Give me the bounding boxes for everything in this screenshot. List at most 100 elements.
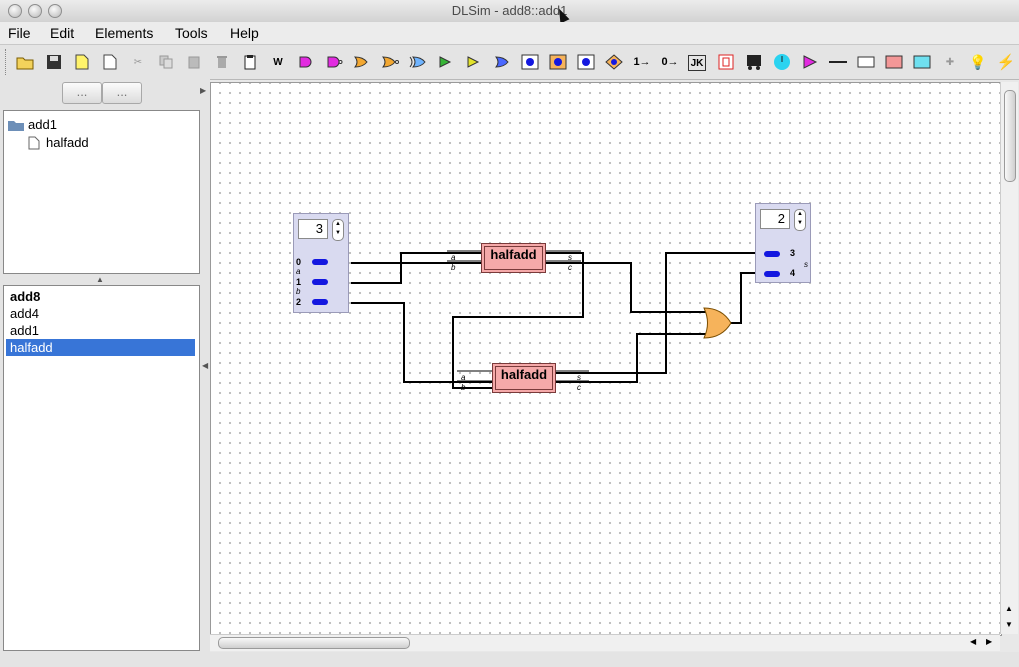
halfadd-bottom-in-a: a [461,373,466,382]
or-gate-icon[interactable] [352,52,372,72]
halfadd-bottom-out-c: c [577,383,581,392]
project-tree: add1 halfadd [3,110,200,274]
display-icon[interactable] [856,52,876,72]
panel-button-1[interactable]: ... [62,82,102,104]
collapse-left-icon[interactable]: ◀ [202,361,209,370]
input-bank[interactable]: 3 ▲▼ 0 a 1 b 2 [293,213,349,313]
nand-gate-icon[interactable] [324,52,344,72]
toolbar: ✂ W 1→ 0→ JK ✚ 💡 ⚡ [0,44,1019,80]
and-gate-icon[interactable] [296,52,316,72]
output-led-3[interactable] [764,251,780,257]
title-bar: DLSim - add8::add1 [0,0,1019,24]
menu-help[interactable]: Help [230,25,259,41]
halfadd-top-out-s: s [568,253,572,262]
menu-elements[interactable]: Elements [95,25,154,41]
new-icon[interactable] [72,52,92,72]
splitter-up-icon[interactable]: ▲ [96,275,104,284]
window-title: DLSim - add8::add1 [451,3,568,18]
xor-gate-icon[interactable] [408,52,428,72]
output-pin-3-label: 3 [790,248,796,258]
list-item-add4[interactable]: add4 [10,306,39,321]
cut-icon[interactable]: ✂ [133,56,143,68]
circuit-canvas[interactable]: 3 ▲▼ 0 a 1 b 2 2 ▲▼ 3 s 4 halfadd a b s … [210,82,1002,636]
led-blue-icon[interactable] [520,52,540,72]
list-item-add1[interactable]: add1 [10,323,39,338]
toolbar-grip[interactable] [5,49,10,75]
horizontal-scroll-thumb[interactable] [218,637,410,649]
scroll-down-arrow-icon[interactable]: ▼ [1005,620,1013,629]
merger-icon[interactable] [912,52,932,72]
wire-c1-or[interactable] [544,262,706,313]
input-led-2[interactable] [312,299,328,305]
close-window-icon[interactable] [8,4,22,18]
list-item-add8[interactable]: add8 [10,289,41,304]
wire-in1-b[interactable] [351,262,481,284]
list-item-halfadd[interactable]: halfadd [6,339,195,356]
input-led-1[interactable] [312,279,328,285]
new-page-icon[interactable] [100,52,120,72]
plugin-icon[interactable]: ✚ [945,56,955,68]
halfadd-top-in-b: b [451,263,456,272]
scroll-left-arrow-icon[interactable]: ◀ [970,637,977,646]
panel-button-2[interactable]: ... [102,82,142,104]
probe-icon[interactable] [800,52,820,72]
buffer-2-icon[interactable] [464,52,484,72]
lightning-icon[interactable]: ⚡ [996,54,1016,71]
halfadd-top[interactable]: halfadd [481,243,546,273]
input-subpin-a: a [296,267,301,276]
const-one-icon[interactable]: 1→ [633,56,651,68]
wire-mode-icon[interactable]: W [273,56,283,68]
scroll-up-arrow-icon[interactable]: ▲ [1005,604,1013,613]
open-icon[interactable] [15,52,35,72]
wire-in0-a[interactable] [351,252,481,264]
horizontal-scrollbar[interactable]: ◀ ▶ [210,634,1000,651]
xnor-icon[interactable] [492,52,512,72]
input-spinner[interactable]: ▲▼ [332,219,344,241]
save-icon[interactable] [44,52,64,72]
wire-c2-or[interactable] [554,333,706,383]
bulb-icon[interactable]: 💡 [969,53,987,70]
output-value-field[interactable]: 2 [760,209,790,229]
delete-icon[interactable] [212,52,232,72]
wire-s1-b2[interactable] [452,252,584,389]
paste-icon[interactable] [184,52,204,72]
nor-gate-icon[interactable] [380,52,400,72]
wire-in2-a2[interactable] [351,302,492,383]
wire-icon[interactable] [828,52,848,72]
led-orange-icon[interactable] [548,52,568,72]
bus-icon[interactable] [744,52,764,72]
tree-folder-add1[interactable]: add1 [8,117,57,132]
jk-flipflop-icon[interactable]: JK [688,55,706,71]
input-led-0[interactable] [312,259,328,265]
collapse-right-icon[interactable]: ▶ [200,86,207,95]
led-blue-2-icon[interactable] [576,52,596,72]
clock-icon[interactable] [772,52,792,72]
input-pin-0-label: 0 [296,257,302,267]
paste-icon-2[interactable] [240,52,260,72]
menu-tools[interactable]: Tools [175,25,208,41]
halfadd-bottom[interactable]: halfadd [492,363,556,393]
vertical-scrollbar[interactable]: ▲ ▼ [1000,82,1018,634]
vertical-scroll-thumb[interactable] [1004,90,1016,182]
splitter-icon[interactable] [884,52,904,72]
led-orange-2-icon[interactable] [604,52,624,72]
or-gate-icon[interactable] [703,307,732,339]
wire-s2-out3[interactable] [554,252,756,374]
tree-item-label: halfadd [46,135,89,150]
output-bank[interactable]: 2 ▲▼ 3 s 4 [755,203,811,283]
wire-or-out4[interactable] [726,272,756,324]
scroll-right-arrow-icon[interactable]: ▶ [986,637,993,646]
tree-item-halfadd[interactable]: halfadd [28,135,89,150]
register-icon[interactable] [716,52,736,72]
circuit-list: add8 add4 add1 halfadd [3,285,200,651]
menu-file[interactable]: File [8,25,31,41]
zoom-window-icon[interactable] [48,4,62,18]
buffer-icon[interactable] [436,52,456,72]
minimize-window-icon[interactable] [28,4,42,18]
input-value-field[interactable]: 3 [298,219,328,239]
menu-edit[interactable]: Edit [50,25,75,41]
const-zero-icon[interactable]: 0→ [661,56,679,68]
output-led-4[interactable] [764,271,780,277]
output-spinner[interactable]: ▲▼ [794,209,806,231]
copy-icon[interactable] [156,52,176,72]
